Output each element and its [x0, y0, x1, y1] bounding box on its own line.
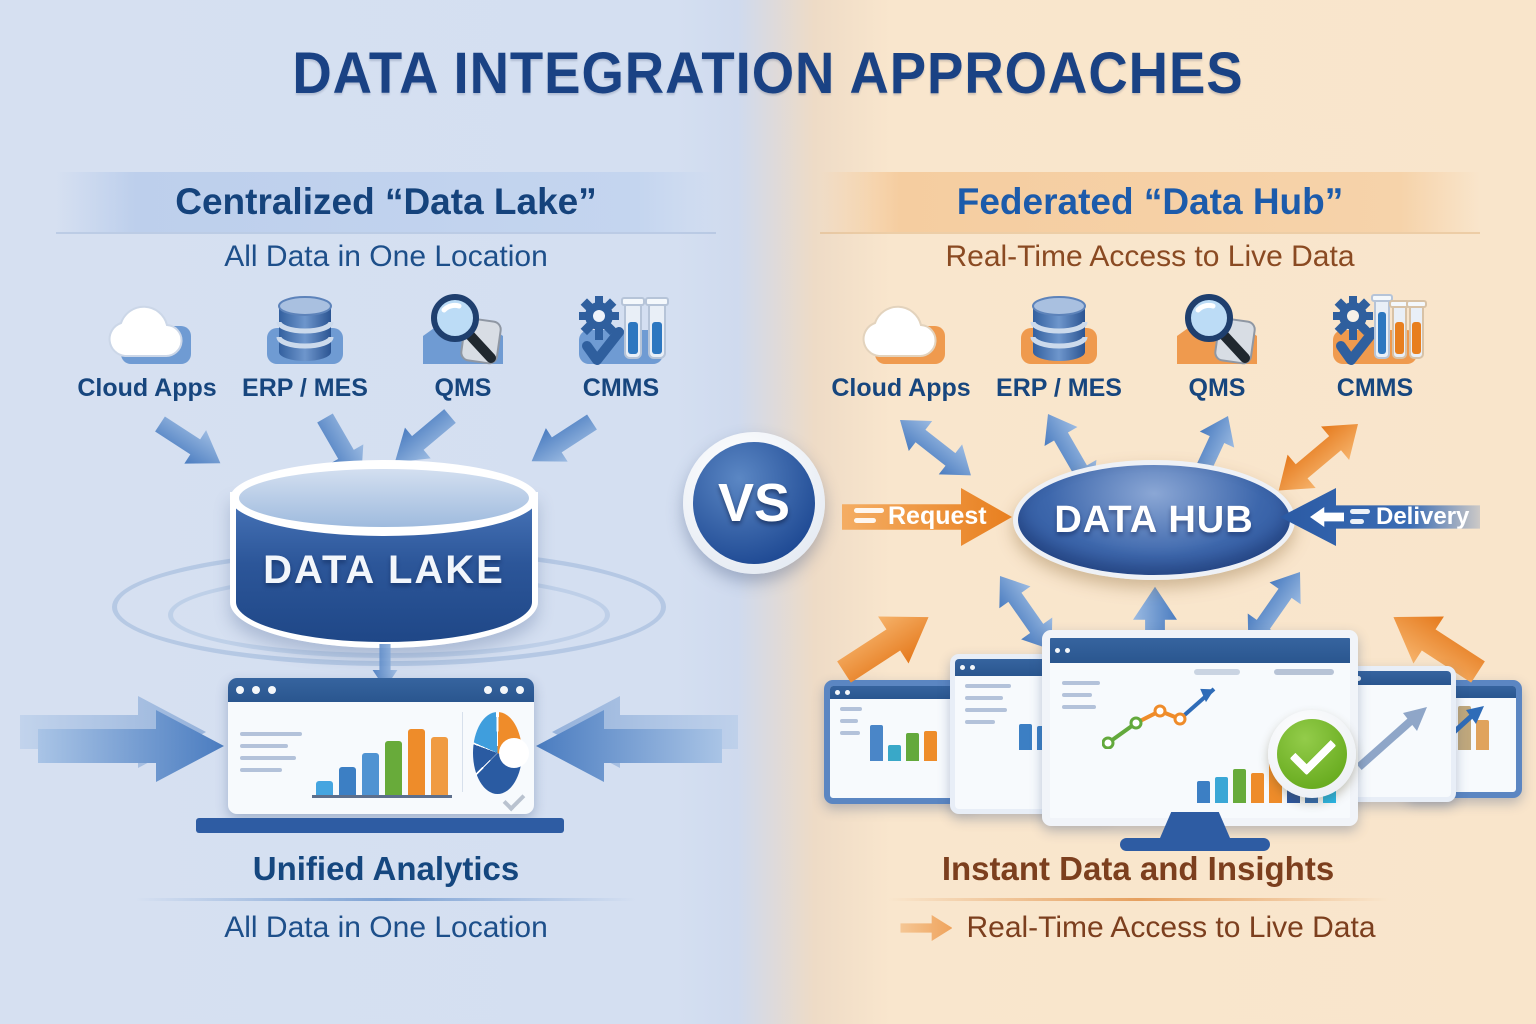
bar-chart — [312, 729, 452, 798]
source-cmms: CMMS — [1300, 290, 1450, 403]
divider — [888, 898, 1388, 901]
left-footer-title: Unified Analytics — [252, 850, 520, 887]
right-subtitle: Real-Time Access to Live Data — [945, 240, 1355, 273]
source-label: ERP / MES — [996, 374, 1122, 402]
data-hub: DATA HUB — [1013, 460, 1295, 580]
left-heading: Centralized “Data Lake” — [175, 181, 597, 222]
delivery-label: Delivery — [1376, 503, 1470, 530]
database-icon — [267, 296, 343, 364]
data-hub-label: DATA HUB — [1054, 498, 1254, 541]
source-label: Cloud Apps — [831, 374, 971, 402]
right-footer-title: Instant Data and Insights — [941, 850, 1335, 887]
window-dot-icon — [500, 686, 508, 694]
magnifier-icon — [423, 294, 503, 365]
vs-label: VS — [717, 473, 791, 533]
growth-arrow-chart — [1356, 707, 1427, 770]
monitor-stand-neck — [1160, 812, 1230, 838]
right-footer: Instant Data and Insights Real-Time Acce… — [828, 850, 1448, 946]
source-label: CMMS — [1336, 374, 1414, 402]
source-qms: QMS — [388, 290, 538, 403]
left-heading-band: Centralized “Data Lake” — [56, 172, 716, 232]
vs-badge-inner: VS — [693, 442, 815, 564]
data-lake-top — [230, 460, 538, 536]
right-sources-row: Cloud Apps ERP / MES QMS — [826, 290, 1450, 403]
left-footer-subtitle: All Data in One Location — [224, 911, 548, 944]
monitor-stand — [196, 818, 564, 833]
window-dot-icon — [236, 686, 244, 694]
right-heading: Federated “Data Hub” — [956, 181, 1344, 222]
arrow-left-icon — [1310, 507, 1344, 527]
window-dot-icon — [268, 686, 276, 694]
window-dot-icon — [252, 686, 260, 694]
arrow-right-icon — [900, 915, 953, 941]
donut-chart — [473, 712, 529, 794]
source-cmms: CMMS — [546, 290, 696, 403]
source-qms: QMS — [1142, 290, 1292, 403]
source-label: ERP / MES — [242, 374, 368, 402]
vs-badge: VS — [683, 432, 825, 574]
source-label: CMMS — [582, 374, 660, 402]
trend-line-chart — [1102, 687, 1216, 749]
browser-titlebar — [228, 678, 534, 702]
source-label: QMS — [434, 374, 492, 402]
source-erp-mes: ERP / MES — [984, 290, 1134, 403]
window-dot-icon — [484, 686, 492, 694]
source-cloud-apps: Cloud Apps — [72, 290, 222, 403]
right-inflow-arrow-icon — [536, 696, 738, 782]
database-icon — [1021, 296, 1097, 364]
success-check-badge — [1268, 710, 1356, 798]
source-label: Cloud Apps — [77, 374, 217, 402]
magnifier-icon — [1177, 294, 1257, 365]
cloud-icon — [862, 305, 945, 364]
bar-chart — [870, 725, 937, 761]
check-icon — [502, 788, 526, 812]
left-footer: Unified Analytics All Data in One Locati… — [76, 850, 696, 945]
data-lake-label: DATA LAKE — [263, 548, 505, 592]
dashboard-content — [228, 702, 534, 812]
request-label: Request — [888, 502, 987, 530]
window-dot-icon — [516, 686, 524, 694]
data-lake: DATA LAKE — [230, 460, 538, 648]
source-cloud-apps: Cloud Apps — [826, 290, 976, 403]
gear-testtubes-icon — [1333, 294, 1427, 365]
text-lines — [240, 732, 302, 772]
source-erp-mes: ERP / MES — [230, 290, 380, 403]
left-subtitle: All Data in One Location — [224, 240, 548, 273]
analytics-dashboard — [228, 678, 534, 814]
divider — [136, 898, 636, 901]
monitor-stand-base — [1120, 838, 1270, 851]
cloud-icon — [108, 305, 191, 364]
gear-testtubes-icon — [579, 296, 669, 365]
left-inflow-arrow-icon — [20, 696, 224, 782]
right-heading-band: Federated “Data Hub” — [820, 172, 1480, 232]
left-sources-row: Cloud Apps ERP / MES QMS — [72, 290, 696, 403]
right-footer-subtitle: Real-Time Access to Live Data — [966, 911, 1376, 944]
page-title: DATA INTEGRATION APPROACHES — [292, 41, 1244, 106]
source-label: QMS — [1188, 374, 1246, 402]
